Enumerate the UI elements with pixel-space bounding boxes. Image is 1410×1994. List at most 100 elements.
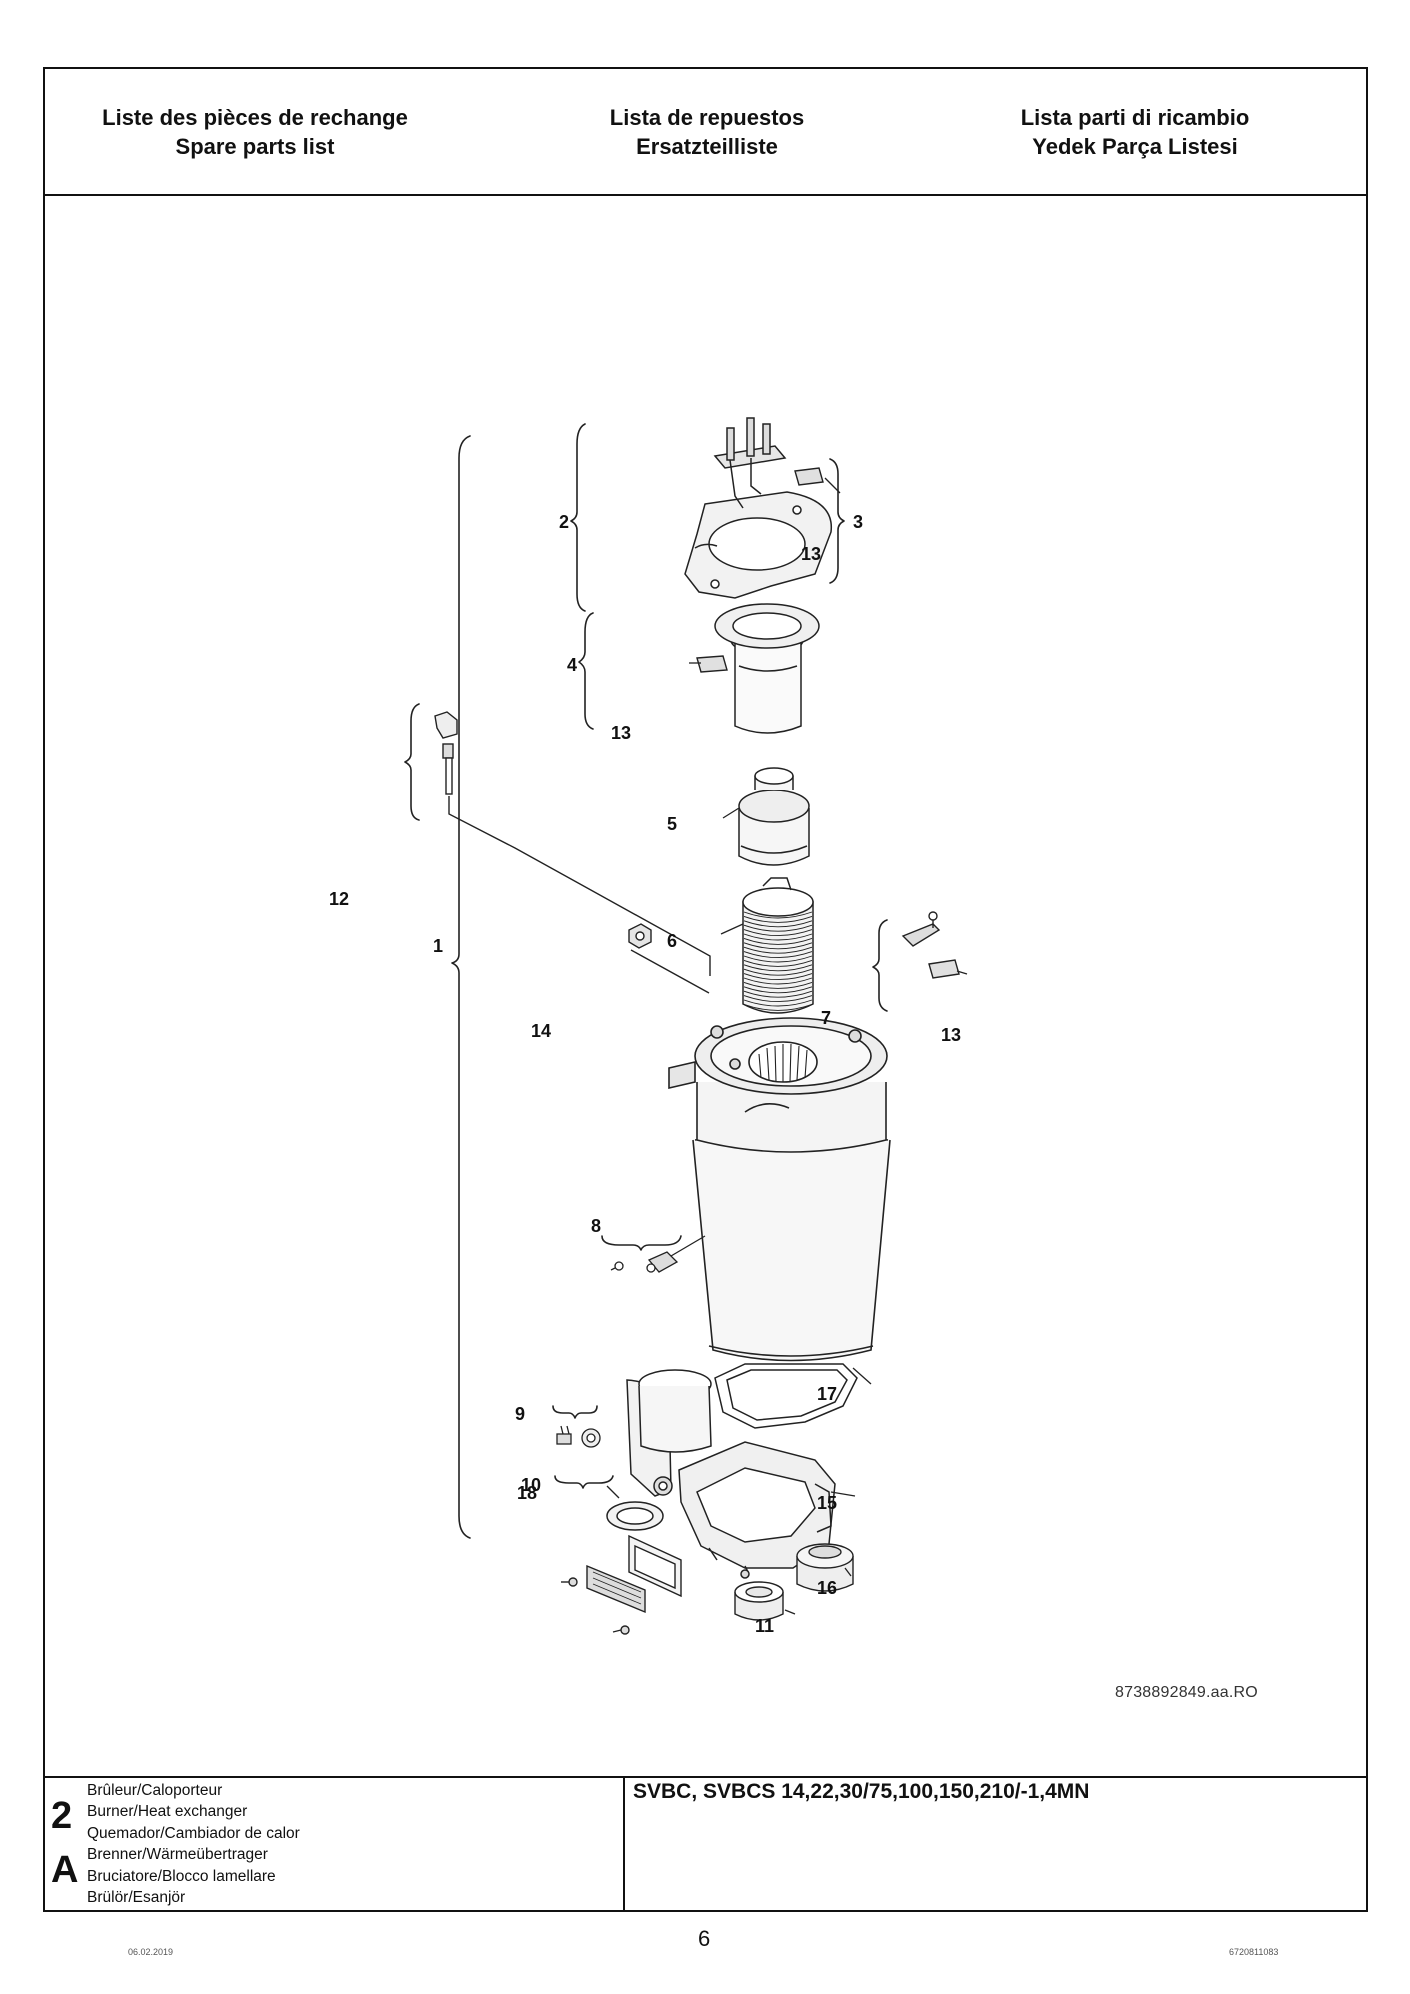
corrugation-rib [743, 1003, 813, 1011]
group-number: 2 [51, 1795, 73, 1837]
bracket-10 [554, 1475, 614, 1489]
corrugation-rib [743, 999, 813, 1007]
bracket-12 [404, 703, 420, 821]
header-title-es: Lista de repuestos [609, 105, 805, 130]
part-8-bracket [610, 1235, 706, 1273]
corrugation-rib [743, 990, 813, 998]
header-column-it-tr: Lista parti di ricambio Yedek Parça List… [925, 103, 1345, 161]
model-list: SVBC, SVBCS 14,22,30/75,100,150,210/-1,4… [633, 1780, 1090, 1803]
callout-18: 18 [517, 1483, 537, 1503]
callout-3: 3 [853, 512, 863, 532]
corrugation-rib [743, 915, 813, 923]
bracket-8 [601, 1235, 682, 1251]
part-7-clip [901, 911, 960, 979]
callout-6: 6 [667, 931, 677, 951]
footer-box: 2 A Brûleur/Caloporteur Burner/Heat exch… [45, 1776, 1366, 1910]
header-title-en: Spare parts list [175, 134, 335, 159]
callout-11: 11 [755, 1616, 774, 1636]
bracket-4 [578, 612, 594, 730]
callout-12: 12 [329, 889, 349, 909]
corrugation-rib [743, 937, 813, 945]
part-10-filter [561, 1534, 682, 1635]
callout-13-top: 13 [801, 544, 821, 564]
header-title-fr: Liste des pièces de rechange [102, 105, 408, 130]
part-15-base-housing [626, 1369, 836, 1579]
callout-17: 17 [817, 1384, 837, 1404]
corrugation-rib [743, 981, 813, 989]
bracket-1 [451, 435, 471, 1539]
exploded-view-diagram: 1 2 3 4 5 6 7 8 9 10 11 12 13 13 13 14 1… [45, 196, 1366, 1766]
callout-13-mid: 13 [611, 723, 631, 743]
callout-14: 14 [531, 1021, 551, 1041]
callout-15: 15 [817, 1493, 837, 1513]
part-14-nut [628, 923, 710, 994]
callout-13-right: 13 [941, 1025, 961, 1045]
corrugation-rib [743, 946, 813, 954]
callout-1: 1 [433, 936, 443, 956]
header-title-de: Ersatzteilliste [636, 134, 778, 159]
part-12-sensor [434, 711, 458, 795]
callout-9: 9 [515, 1404, 525, 1424]
leader-lines [606, 477, 968, 1615]
corrugation-rib [743, 924, 813, 932]
gasket-13-mid [696, 655, 728, 673]
header-title-tr: Yedek Parça Listesi [1032, 134, 1238, 159]
header: Liste des pièces de rechange Spare parts… [45, 69, 1366, 196]
group-name-tr: Brülör/Esanjör [87, 1889, 186, 1907]
corrugation-rib [743, 933, 813, 941]
callout-4: 4 [567, 655, 577, 675]
group-title-cell: 2 A Brûleur/Caloporteur Burner/Heat exch… [45, 1778, 625, 1910]
callout-10: 10 [521, 1475, 541, 1495]
group-name-fr: Brûleur/Caloporteur [87, 1782, 223, 1799]
bracket-2 [570, 423, 586, 612]
corrugation-rib [743, 911, 813, 919]
header-column-es-de: Lista de repuestos Ersatzteilliste [497, 103, 917, 161]
bracket-3 [829, 458, 845, 584]
corrugation-rib [743, 977, 813, 985]
callout-8: 8 [591, 1216, 601, 1236]
group-names: Brûleur/Caloporteur Burner/Heat exchange… [87, 1780, 300, 1908]
part-5-cap [738, 767, 810, 866]
exploded-view-drawing: 1 2 3 4 5 6 7 8 9 10 11 12 13 13 13 14 1… [329, 417, 968, 1636]
corrugation-rib [743, 995, 813, 1002]
part-11-cap [734, 1581, 784, 1621]
part-17-seal-ring [714, 1363, 858, 1429]
part-2-electrode-flange [684, 417, 832, 599]
part-18-gasket [606, 1501, 664, 1531]
part-4-burner-tube [714, 603, 820, 734]
page-frame: Liste des pièces de rechange Spare parts… [43, 67, 1368, 1912]
corrugation-rib [743, 959, 813, 967]
group-name-de: Brenner/Wärmeübertrager [87, 1846, 268, 1864]
corrugation-rib [743, 929, 813, 936]
corrugation-rib [743, 964, 813, 972]
group-name-es: Quemador/Cambiador de calor [87, 1824, 300, 1842]
gasket-13-top [794, 467, 824, 486]
part-16-cap [796, 1543, 854, 1592]
corrugation-rib [743, 968, 813, 976]
part-6-corrugated-insert [742, 877, 814, 1014]
callout-7: 7 [821, 1008, 831, 1028]
sensor-cable [448, 796, 711, 976]
corrugation-rib [743, 951, 813, 958]
drawing-reference: 8738892849.aa.RO [1115, 1684, 1258, 1701]
header-title-it: Lista parti di ricambio [1020, 105, 1250, 130]
bracket-9 [552, 1405, 598, 1419]
corrugation-rib [743, 986, 813, 994]
callout-5: 5 [667, 814, 677, 834]
callout-2: 2 [559, 512, 569, 532]
page-number: 6 [698, 1926, 711, 1951]
print-date: 06.02.2019 [128, 1947, 174, 1957]
part-1-heat-exchanger [668, 1017, 891, 1362]
corrugation-rib [743, 942, 813, 950]
corrugation-rib [743, 920, 813, 928]
group-name-it: Bruciatore/Blocco lamellare [87, 1867, 276, 1885]
part-9-connector [556, 1425, 601, 1448]
corrugation-rib [743, 973, 813, 980]
corrugation-rib [743, 955, 813, 963]
document-number: 6720811083 [1229, 1947, 1279, 1957]
group-name-en: Burner/Heat exchanger [87, 1803, 248, 1821]
callout-16: 16 [817, 1578, 837, 1598]
group-letter: A [51, 1849, 79, 1891]
header-column-fr-en: Liste des pièces de rechange Spare parts… [45, 103, 465, 161]
bracket-7 [872, 919, 888, 1012]
